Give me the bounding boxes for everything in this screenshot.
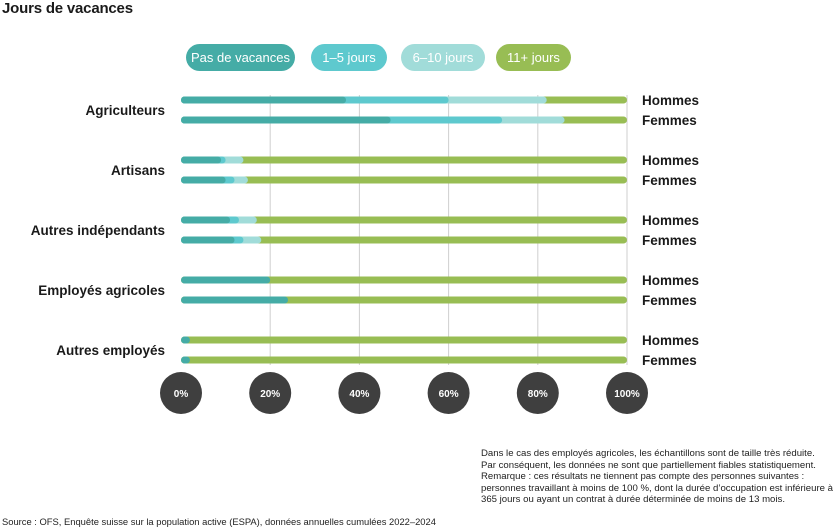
- legend-item: 1–5 jours: [311, 44, 387, 71]
- legend-label: 11+ jours: [507, 50, 560, 65]
- tick-bubble: [338, 372, 381, 414]
- chart-note: Dans le cas des employés agricoles, les …: [481, 448, 833, 506]
- group-label: Hommes: [642, 213, 699, 228]
- bar-segment: [181, 216, 627, 224]
- group-label: Hommes: [642, 153, 699, 168]
- legend-label: 6–10 jours: [413, 50, 474, 65]
- group-label: Femmes: [642, 353, 697, 368]
- bar-segment: [181, 336, 190, 344]
- bar-segment: [181, 296, 627, 304]
- gridlines: [269, 95, 628, 365]
- tick-label: 20%: [260, 389, 280, 400]
- tick: 40%: [338, 372, 381, 414]
- tick-bubble: [427, 372, 470, 414]
- bar-segment: [181, 156, 222, 164]
- chart-source: Source : OFS, Enquête suisse sur la popu…: [2, 516, 436, 527]
- bar-segment: [181, 276, 271, 284]
- group-label: Femmes: [642, 233, 697, 248]
- group-label: Hommes: [642, 93, 699, 108]
- bar-segment: [181, 336, 627, 344]
- chart-title: Jours de vacances: [2, 0, 133, 17]
- bar-segment: [181, 216, 231, 224]
- tick-label: 40%: [349, 389, 369, 400]
- tick-label: 80%: [528, 389, 548, 400]
- category-label: Employés agricoles: [38, 283, 165, 298]
- bar-segment: [181, 176, 627, 184]
- bar-segment: [181, 356, 190, 364]
- tick: 20%: [249, 372, 292, 414]
- group-label: Femmes: [642, 113, 697, 128]
- tick: 0%: [160, 372, 202, 414]
- tick: 80%: [516, 372, 559, 414]
- category-label: Artisans: [111, 163, 165, 178]
- group-label: Hommes: [642, 333, 699, 348]
- bars: [181, 96, 627, 364]
- group-label: Hommes: [642, 273, 699, 288]
- legend-item: Pas de vacances: [186, 44, 295, 71]
- bar-segment: [181, 236, 235, 244]
- legend-swatch: [311, 44, 387, 71]
- legend-label: Pas de vacances: [191, 50, 291, 65]
- legend-swatch: [401, 44, 485, 71]
- bar-segment: [181, 236, 627, 244]
- legend-swatch: [496, 44, 571, 71]
- legend-swatch: [186, 44, 295, 71]
- legend-label: 1–5 jours: [322, 50, 376, 65]
- category-label: Agriculteurs: [85, 103, 165, 118]
- tick: 60%: [427, 372, 470, 414]
- category-label: Autres employés: [56, 343, 165, 358]
- legend-item: 6–10 jours: [401, 44, 485, 71]
- legend: Pas de vacances 1–5 jours 6–10 jours 11+ jo…: [186, 44, 571, 71]
- labels: AgriculteursHommesFemmesArtisansHommesFe…: [31, 93, 699, 368]
- tick-bubble: [160, 372, 202, 414]
- tick-bubble: [606, 372, 648, 414]
- bar-segment: [181, 116, 391, 124]
- bar-segment: [181, 276, 627, 284]
- group-label: Femmes: [642, 293, 697, 308]
- bar-segment: [181, 356, 627, 364]
- group-label: Femmes: [642, 173, 697, 188]
- x-axis-ticks: 0% 20% 40% 60% 80% 100%: [160, 372, 648, 414]
- bar-segment: [181, 176, 226, 184]
- category-label: Autres indépendants: [31, 223, 165, 238]
- tick-label: 60%: [439, 389, 459, 400]
- chart: Pas de vacances 1–5 jours 6–10 jours 11+ jo…: [31, 44, 699, 414]
- tick-label: 0%: [174, 389, 189, 400]
- tick: 100%: [606, 372, 648, 414]
- tick-label: 100%: [614, 389, 640, 400]
- tick-bubble: [249, 372, 292, 414]
- bar-segment: [181, 296, 289, 304]
- legend-item: 11+ jours: [496, 44, 571, 71]
- tick-bubble: [516, 372, 559, 414]
- bar-segment: [181, 96, 347, 104]
- bar-segment: [181, 156, 627, 164]
